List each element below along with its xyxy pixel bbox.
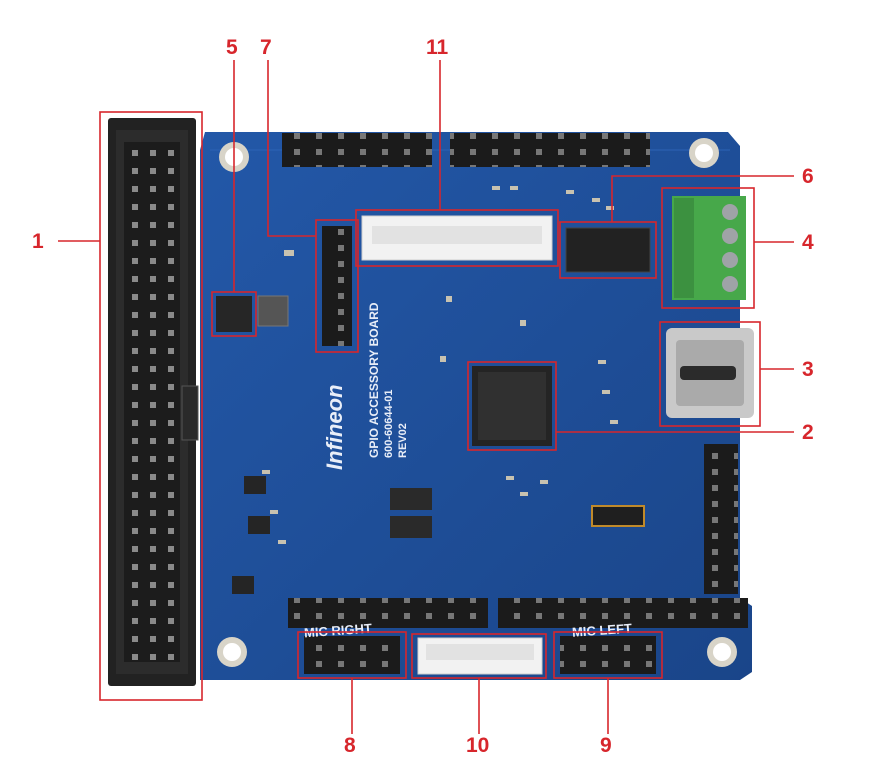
main-microcontroller [472, 366, 552, 446]
jumper-j7 [390, 516, 432, 538]
silk-revision: REV02 [397, 423, 409, 458]
header-mic-left [560, 636, 656, 674]
jumper-j8 [390, 488, 432, 510]
callout-box-7 [315, 219, 359, 353]
white-connector-bottom [417, 637, 543, 675]
header-j13 [322, 226, 352, 346]
header-bottom-right [498, 598, 748, 628]
silkscreen-title-block: GPIO ACCESSORY BOARD 600-60644-01 REV02 [367, 302, 409, 458]
callout-label-10: 10 [466, 734, 489, 757]
small-ic-u5 [216, 296, 252, 332]
ic-u2 [248, 516, 270, 534]
callout-label-9: 9 [600, 734, 612, 757]
callout-box-11 [355, 209, 559, 267]
callout-label-7: 7 [260, 36, 272, 59]
header-bottom-left [288, 598, 488, 628]
header-j16 [282, 133, 432, 167]
callout-boxes [99, 111, 761, 701]
callout-label-4: 4 [802, 231, 814, 254]
callout-label-3: 3 [802, 358, 814, 381]
callout-label-1: 1 [32, 230, 44, 253]
silkscreen-logo: Infineon [322, 384, 347, 470]
callout-label-11: 11 [426, 36, 449, 59]
green-terminal-block [672, 196, 746, 300]
callout-label-8: 8 [344, 734, 356, 757]
white-connector-top [361, 215, 553, 261]
passive-components [262, 186, 618, 544]
silk-title: GPIO ACCESSORY BOARD [367, 302, 381, 458]
callout-box-2 [467, 361, 557, 451]
infineon-logo-text: Infineon [322, 384, 347, 470]
ic-u3 [244, 476, 266, 494]
callout-leaders [58, 60, 794, 734]
silk-part-number: 600-60644-01 [383, 389, 395, 458]
idc-connector-j17 [108, 118, 199, 686]
callout-box-6 [559, 221, 657, 279]
callout-box-4 [661, 187, 755, 309]
optocoupler-chip [565, 227, 651, 273]
callout-box-3 [659, 321, 761, 427]
header-j9 [704, 444, 738, 594]
silk-mic-right: MIC RIGHT [304, 621, 373, 641]
callout-box-1 [99, 111, 203, 701]
usb-c-connector [666, 328, 754, 418]
callout-label-2: 2 [802, 421, 814, 444]
header-top-right [450, 133, 650, 167]
inductor [257, 295, 289, 327]
ic-u7 [232, 576, 254, 594]
header-mic-right [304, 636, 400, 674]
mounting-holes [217, 138, 737, 667]
callout-label-5: 5 [226, 36, 238, 59]
callout-label-6: 6 [802, 165, 814, 188]
silk-mic-left: MIC LEFT [572, 621, 633, 640]
slide-switch-sw1 [591, 505, 645, 527]
